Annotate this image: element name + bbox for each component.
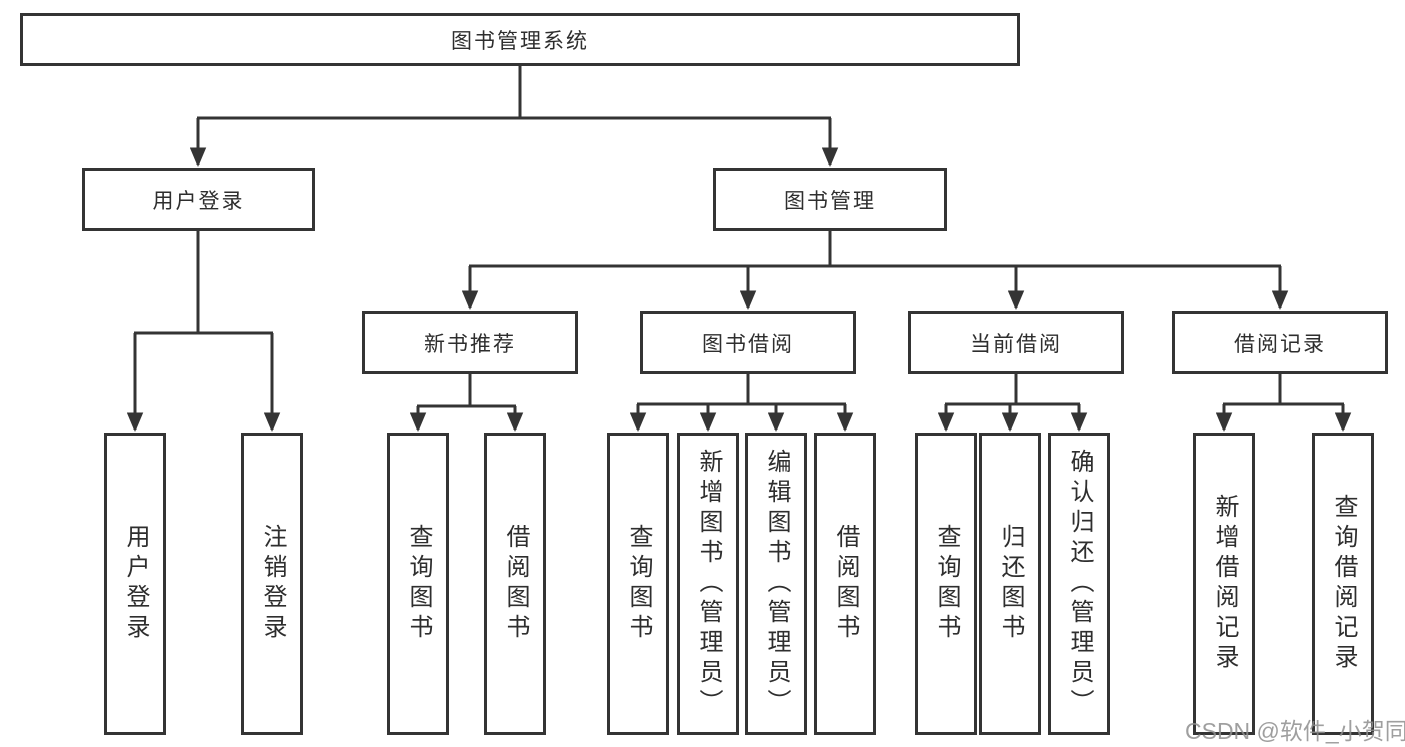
connector-new-book-recommend-trunk: [417, 374, 516, 408]
connector-book-borrowing-trunk: [637, 374, 846, 406]
leaf-edit-book-admin: 编辑图书（管理员）: [745, 433, 807, 735]
leaf-borrow-book-2: 借阅图书: [814, 433, 876, 735]
connector-user-login-trunk: [134, 231, 273, 335]
leaf-return-book: 归还图书: [979, 433, 1041, 735]
node-user-login: 用户登录: [82, 168, 315, 231]
leaf-add-borrow-record: 新增借阅记录: [1193, 433, 1255, 735]
leaf-add-book-admin: 新增图书（管理员）: [677, 433, 739, 735]
leaf-query-borrow-record: 查询借阅记录: [1312, 433, 1374, 735]
node-borrowing-records: 借阅记录: [1172, 311, 1388, 374]
leaf-query-book-2: 查询图书: [607, 433, 669, 735]
node-library-management-system: 图书管理系统: [20, 13, 1020, 66]
connector-current-borrowing-trunk: [945, 374, 1080, 406]
watermark-text: CSDN @软件_小贺同学: [1185, 718, 1405, 744]
connector-book-management-trunk: [469, 231, 1281, 268]
leaf-query-book-1: 查询图书: [387, 433, 449, 735]
leaf-borrow-book-1: 借阅图书: [484, 433, 546, 735]
node-new-book-recommend: 新书推荐: [362, 311, 578, 374]
leaf-confirm-return-admin: 确认归还（管理员）: [1048, 433, 1110, 735]
node-book-management: 图书管理: [713, 168, 947, 231]
leaf-logout: 注销登录: [241, 433, 303, 735]
leaf-query-book-3: 查询图书: [915, 433, 977, 735]
connector-borrowing-records-trunk: [1223, 374, 1344, 406]
leaf-user-login: 用户登录: [104, 433, 166, 735]
node-current-borrowing: 当前借阅: [908, 311, 1124, 374]
connector-root-trunk: [197, 66, 831, 120]
node-book-borrowing: 图书借阅: [640, 311, 856, 374]
